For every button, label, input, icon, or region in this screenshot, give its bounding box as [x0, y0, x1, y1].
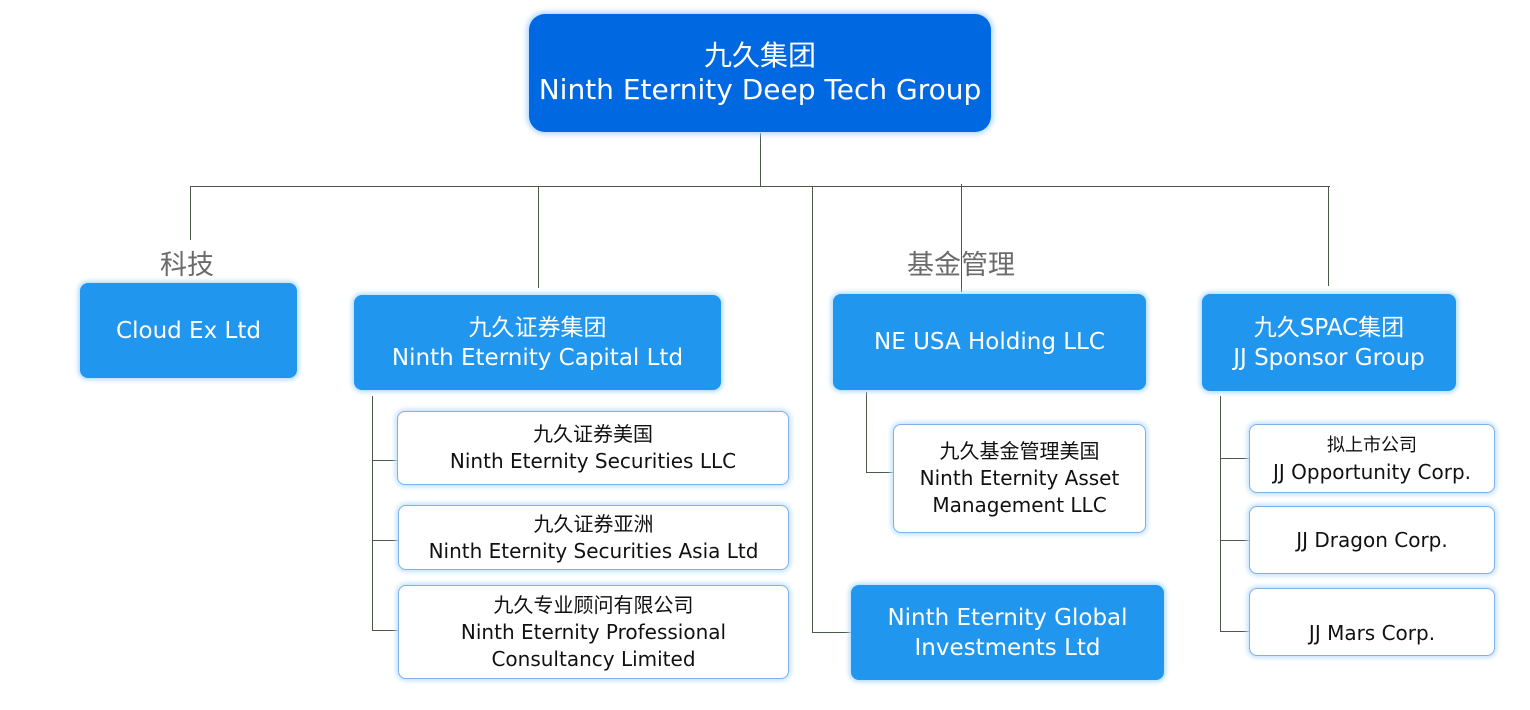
category-tech-label: 科技 [160, 250, 214, 281]
connector [1220, 631, 1250, 632]
node-label-line1: Ninth Eternity Global [887, 604, 1128, 631]
asset-management-node[interactable]: 九久基金管理美国 Ninth Eternity Asset Management… [893, 424, 1146, 533]
connector [190, 186, 191, 240]
node-label-line2: Investments Ltd [914, 634, 1101, 661]
connector [1220, 458, 1250, 459]
jj-dragon-node[interactable]: JJ Dragon Corp. [1249, 506, 1495, 574]
connector [1220, 396, 1221, 631]
cloud-ex-node[interactable]: Cloud Ex Ltd [80, 283, 297, 378]
node-label-zh: 九久证券集团 [468, 314, 607, 341]
node-label-en: JJ Sponsor Group [1233, 344, 1425, 371]
connector [961, 184, 962, 292]
connector [812, 186, 813, 632]
root-node[interactable]: 九久集团 Ninth Eternity Deep Tech Group [529, 14, 991, 132]
connector [1328, 186, 1329, 286]
connector [372, 460, 400, 461]
root-zh: 九久集团 [703, 39, 816, 72]
node-label: JJ Dragon Corp. [1296, 527, 1448, 552]
professional-consultancy-node[interactable]: 九久专业顾问有限公司 Ninth Eternity Professional C… [398, 585, 789, 679]
node-label-en2: Management LLC [932, 493, 1107, 517]
node-label-zh: 九久专业顾问有限公司 [493, 592, 694, 617]
node-label-en: Ninth Eternity Securities LLC [449, 449, 737, 473]
connector [866, 392, 867, 472]
jj-opportunity-node[interactable]: 拟上市公司 JJ Opportunity Corp. [1249, 424, 1495, 493]
node-label: NE USA Holding LLC [874, 329, 1105, 355]
node-label-zh: 九久证券亚洲 [533, 511, 654, 536]
securities-llc-node[interactable]: 九久证券美国 Ninth Eternity Securities LLC [397, 411, 789, 485]
connector [190, 186, 1330, 187]
connector [812, 632, 852, 633]
jj-mars-node[interactable]: JJ Mars Corp. [1249, 588, 1495, 656]
node-label-en: Ninth Eternity Capital Ltd [391, 344, 684, 371]
node-label-zh: 九久证券美国 [533, 422, 653, 446]
ne-usa-node[interactable]: NE USA Holding LLC [833, 294, 1146, 390]
connector [372, 540, 400, 541]
securities-asia-node[interactable]: 九久证券亚洲 Ninth Eternity Securities Asia Lt… [398, 505, 789, 570]
node-label-en2: Consultancy Limited [491, 646, 696, 671]
root-en: Ninth Eternity Deep Tech Group [538, 73, 982, 106]
spac-node[interactable]: 九久SPAC集团 JJ Sponsor Group [1202, 294, 1456, 391]
capital-node[interactable]: 九久证券集团 Ninth Eternity Capital Ltd [354, 295, 721, 390]
node-label: Cloud Ex Ltd [116, 317, 261, 344]
node-label-en1: Ninth Eternity Asset [919, 466, 1120, 490]
connector [372, 630, 400, 631]
node-label-zh: 拟上市公司 [1327, 434, 1417, 456]
node-label: JJ Mars Corp. [1308, 621, 1436, 645]
node-label-zh: 九久基金管理美国 [939, 439, 1100, 463]
connector [538, 186, 539, 288]
connector [760, 133, 761, 187]
connector [372, 396, 373, 630]
node-label-en: JJ Opportunity Corp. [1272, 459, 1471, 484]
node-label-en: Ninth Eternity Securities Asia Ltd [428, 538, 759, 563]
node-label-zh: 九久SPAC集团 [1253, 314, 1405, 341]
connector [866, 472, 894, 473]
global-investments-node[interactable]: Ninth Eternity Global Investments Ltd [851, 585, 1164, 680]
node-label-en1: Ninth Eternity Professional [460, 619, 727, 644]
connector [1220, 540, 1250, 541]
category-fund-label: 基金管理 [907, 250, 1015, 281]
